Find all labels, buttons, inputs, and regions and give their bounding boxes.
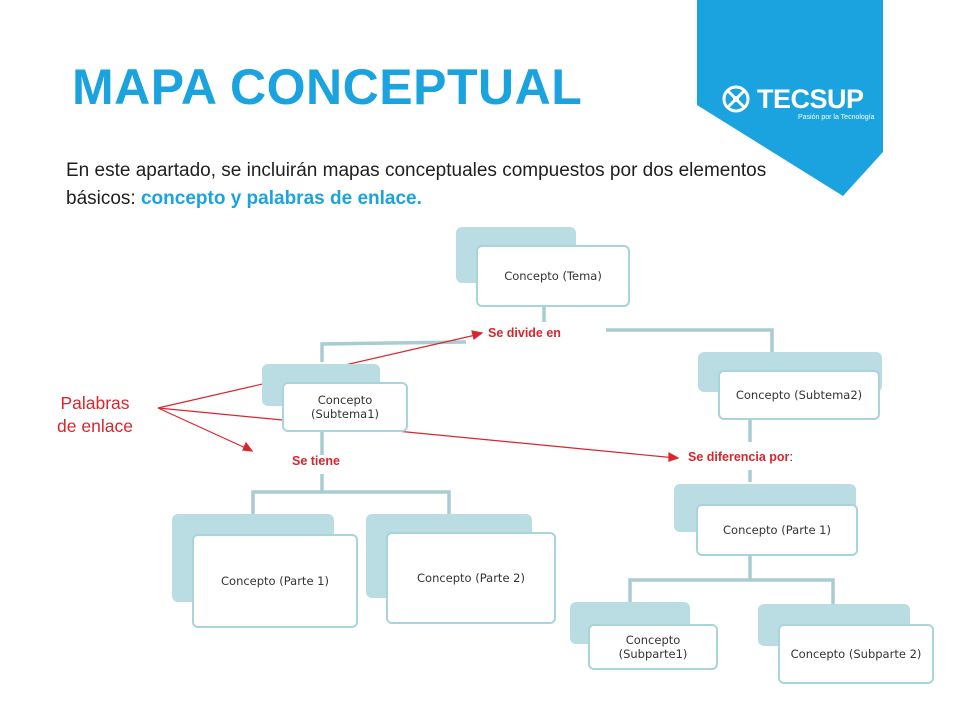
node-parte1-left[interactable]: Concepto (Parte 1) xyxy=(192,534,358,628)
annotation-palabras-de-enlace: Palabras de enlace xyxy=(40,392,150,438)
link-label-diferencia: Se diferencia por: xyxy=(688,450,793,464)
tecsup-emblem-icon xyxy=(722,85,750,113)
logo-tagline: Pasión por la Tecnología xyxy=(798,114,875,121)
node-subtema1[interactable]: Concepto (Subtema1) xyxy=(282,382,408,432)
link-label-diferencia-text: Se diferencia por xyxy=(688,450,790,464)
intro-text: En este apartado, se incluirán mapas con… xyxy=(66,160,767,209)
node-parte1-right[interactable]: Concepto (Parte 1) xyxy=(696,504,858,556)
intro-highlight: concepto y palabras de enlace. xyxy=(140,188,422,209)
intro-paragraph: En este apartado, se incluirán mapas con… xyxy=(66,157,786,213)
annotation-line1: Palabras xyxy=(60,393,130,413)
node-subtema2[interactable]: Concepto (Subtema2) xyxy=(718,370,880,420)
link-label-divide: Se divide en xyxy=(488,326,561,340)
node-parte2-left[interactable]: Concepto (Parte 2) xyxy=(386,532,556,624)
annotation-line2: de enlace xyxy=(57,416,133,436)
node-subparte1[interactable]: Concepto (Subparte1) xyxy=(588,624,718,670)
node-tema[interactable]: Concepto (Tema) xyxy=(476,245,630,307)
node-subparte2[interactable]: Concepto (Subparte 2) xyxy=(778,624,934,684)
link-label-colon: : xyxy=(789,450,793,464)
page-title: MAPA CONCEPTUAL xyxy=(72,59,583,115)
annotation-arrows xyxy=(157,330,680,462)
link-label-tiene: Se tiene xyxy=(292,454,340,468)
logo-name: TECSUP xyxy=(757,84,864,114)
